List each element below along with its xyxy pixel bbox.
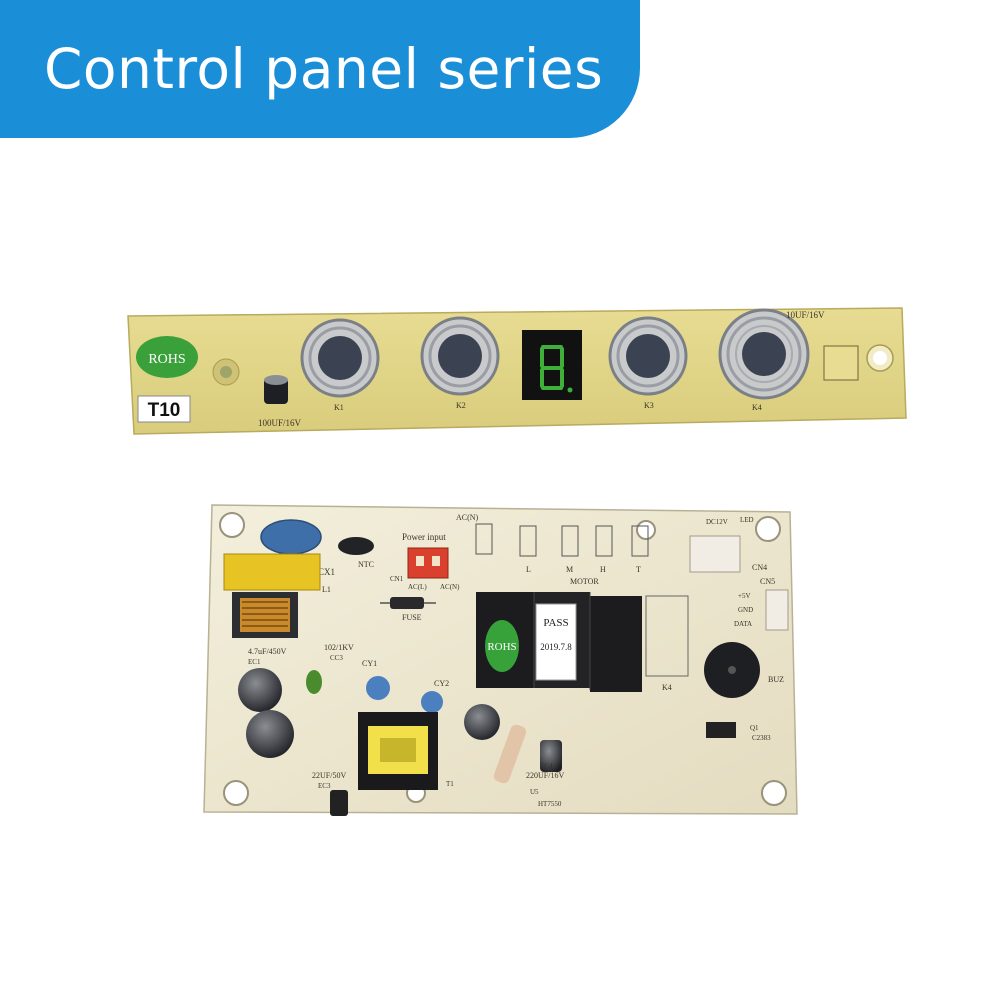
panel-capacitor: 100UF/16V — [258, 375, 302, 428]
svg-text:C2383: C2383 — [752, 734, 771, 742]
svg-text:L1: L1 — [322, 585, 331, 594]
svg-text:LED: LED — [740, 516, 754, 524]
svg-text:2019.7.8: 2019.7.8 — [540, 642, 572, 652]
svg-text:K4: K4 — [662, 683, 672, 692]
button-k4: K4 — [718, 308, 810, 412]
svg-text:CX1: CX1 — [318, 567, 335, 577]
svg-text:DC12V: DC12V — [706, 518, 728, 526]
svg-text:22UF/50V: 22UF/50V — [312, 771, 346, 780]
power-board: CX1 L1 NTC Power input AC(N) CN1 AC(L) A… — [203, 504, 798, 816]
svg-text:M: M — [566, 565, 573, 574]
svg-text:MOTOR: MOTOR — [570, 577, 599, 586]
svg-text:K2: K2 — [456, 401, 466, 410]
seven-segment-display — [522, 330, 582, 400]
svg-text:NTC: NTC — [358, 560, 374, 569]
svg-text:CN1: CN1 — [390, 575, 404, 583]
svg-text:CY1: CY1 — [362, 659, 377, 668]
svg-text:T: T — [636, 565, 641, 574]
svg-text:Q1: Q1 — [750, 724, 759, 732]
svg-text:+5V: +5V — [738, 592, 751, 600]
svg-text:U5: U5 — [530, 788, 539, 796]
svg-text:T1: T1 — [446, 780, 454, 788]
svg-text:H: H — [600, 565, 606, 574]
svg-text:HT7550: HT7550 — [538, 800, 562, 808]
svg-text:4.7uF/450V: 4.7uF/450V — [248, 647, 287, 656]
pass-sticker: PASS 2019.7.8 — [535, 603, 577, 681]
display-panel: ROHS T10 100UF/16V K1 K2 — [127, 307, 907, 435]
svg-text:AC(L): AC(L) — [408, 583, 427, 591]
svg-text:PASS: PASS — [543, 617, 568, 629]
svg-text:CC3: CC3 — [330, 654, 343, 662]
svg-text:ROHS: ROHS — [148, 352, 185, 367]
title-banner: Control panel series — [0, 0, 640, 138]
button-k2: K2 — [420, 316, 500, 410]
svg-text:220UF/16V: 220UF/16V — [526, 771, 564, 780]
svg-text:DATA: DATA — [734, 620, 752, 628]
svg-text:T10: T10 — [148, 400, 181, 421]
svg-text:10UF/16V: 10UF/16V — [786, 310, 825, 320]
svg-text:K3: K3 — [644, 401, 654, 410]
button-k3: K3 — [608, 316, 688, 410]
svg-text:CN4: CN4 — [752, 563, 767, 572]
svg-text:EC4: EC4 — [540, 762, 553, 770]
relay-terminals: L M H T MOTOR — [475, 523, 649, 586]
rohs-badge: ROHS — [136, 336, 198, 378]
svg-text:CN5: CN5 — [760, 577, 775, 586]
svg-text:CY2: CY2 — [434, 679, 449, 688]
transformer — [358, 712, 438, 790]
svg-text:BUZ: BUZ — [768, 675, 784, 684]
svg-text:EC1: EC1 — [248, 658, 261, 666]
svg-text:102/1KV: 102/1KV — [324, 643, 354, 652]
svg-text:L: L — [526, 565, 531, 574]
banner-title: Control panel series — [44, 37, 604, 101]
svg-text:ROHS: ROHS — [487, 641, 516, 653]
svg-text:AC(N): AC(N) — [440, 583, 460, 591]
svg-text:EC3: EC3 — [318, 782, 331, 790]
svg-text:K4: K4 — [752, 403, 762, 412]
svg-text:100UF/16V: 100UF/16V — [258, 418, 302, 428]
svg-text:K1: K1 — [334, 403, 344, 412]
button-k1: K1 — [300, 318, 380, 412]
model-label: T10 — [137, 395, 191, 423]
svg-text:GND: GND — [738, 606, 753, 614]
svg-text:AC(N): AC(N) — [456, 513, 479, 522]
svg-text:Power input: Power input — [402, 532, 446, 542]
common-mode-choke — [232, 592, 298, 638]
svg-text:FUSE: FUSE — [402, 613, 422, 622]
